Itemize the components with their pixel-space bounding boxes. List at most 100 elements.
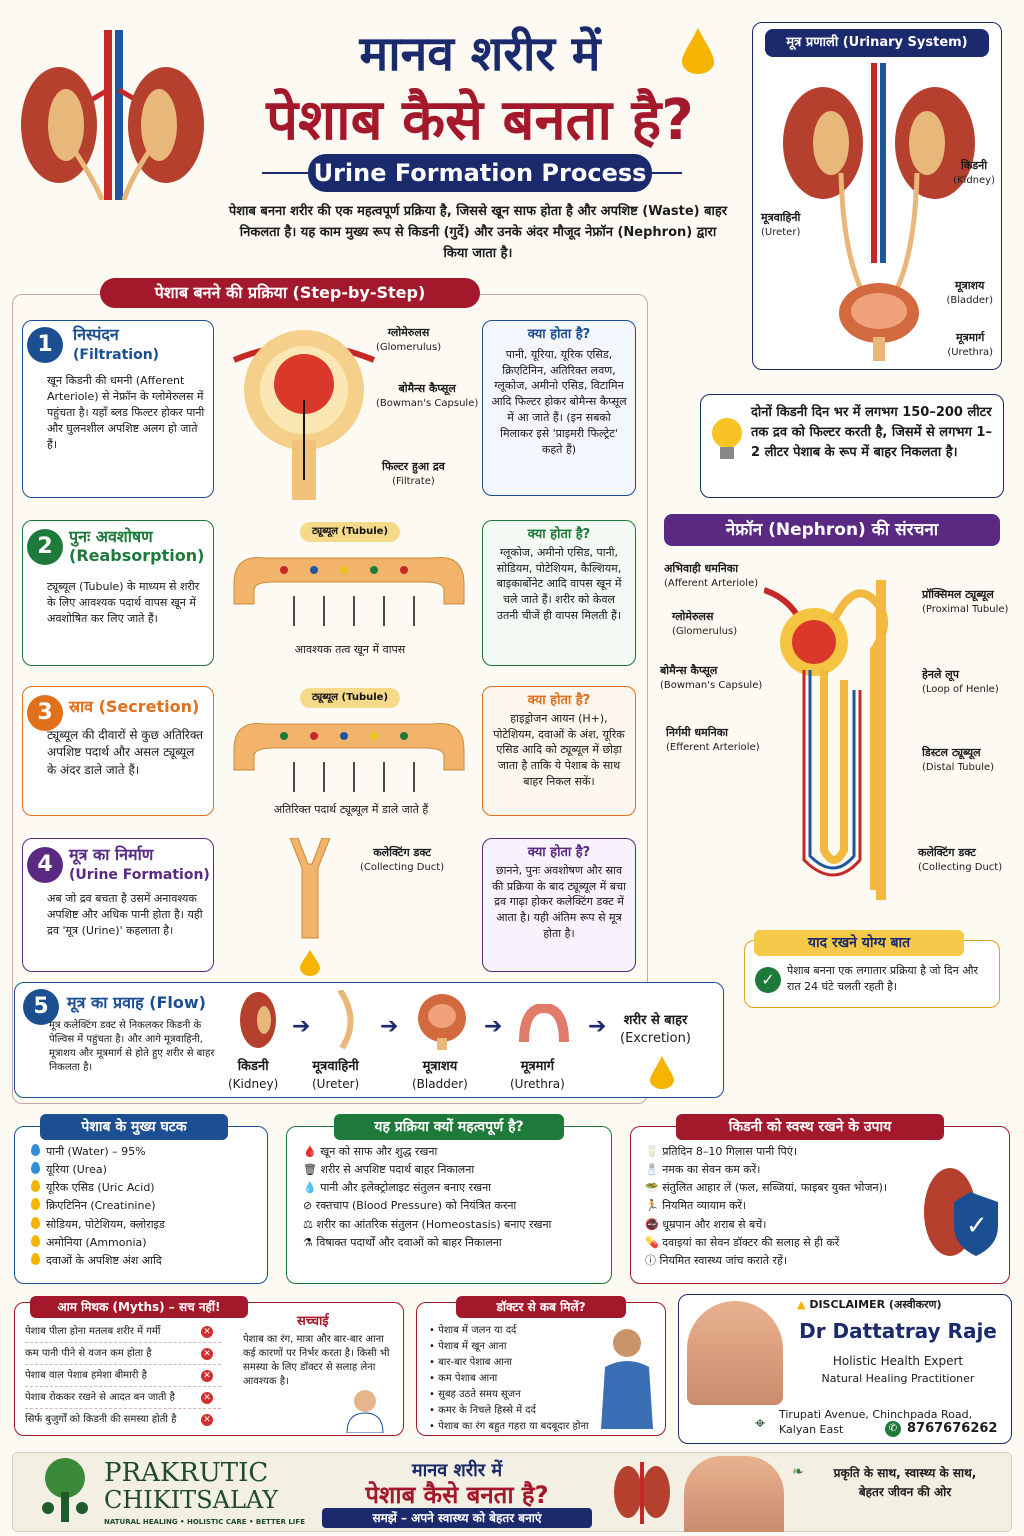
urinary-system-panel: मूत्र प्रणाली (Urinary System) किडनी(Kid…	[752, 22, 1002, 370]
collecting-duct-illustration	[280, 837, 340, 976]
step-2-card: 2 पुनः अवशोषण(Reabsorption) ट्यूब्यूल (T…	[22, 520, 214, 666]
list-item: • बार-बार पेशाब आना	[429, 1357, 512, 1368]
step-4-what-title: क्या होता है?	[527, 845, 591, 860]
step-1-title: निस्पंदन(Filtration)	[73, 325, 160, 364]
step-4-what-box: क्या होता है? छानने, पुनः अवशोषण और स्रा…	[482, 838, 636, 972]
footer-bar	[12, 1452, 1012, 1532]
footer-title-line1: मानव शरीर में	[411, 1460, 503, 1481]
step-4-what-text: छानने, पुनः अवशोषण और स्राव की प्रक्रिया…	[492, 863, 626, 941]
step-5-title: मूत्र का प्रवाह (Flow)	[67, 993, 206, 1012]
label-kidney: किडनी(Kidney)	[953, 159, 995, 186]
list-item: यूरिया (Urea)	[31, 1161, 267, 1179]
intro-text: पेशाब बनना शरीर की एक महत्वपूर्ण प्रक्रि…	[228, 204, 728, 261]
list-item: यूरिक एसिड (Uric Acid)	[31, 1179, 267, 1197]
remember-text: पेशाब बनना एक लगातार प्रक्रिया है जो दिन…	[787, 964, 979, 993]
flow-arrow-icon: ➔	[292, 1014, 311, 1039]
nephron-label-glomerulus: ग्लोमेरुलस(Glomerulus)	[672, 610, 738, 637]
components-title: पेशाब के मुख्य घटक	[40, 1114, 228, 1140]
leaf-icon: ❧	[792, 1464, 804, 1480]
lightbulb-icon	[709, 415, 745, 471]
importance-title: यह प्रक्रिया क्यों महत्वपूर्ण है?	[334, 1114, 564, 1140]
fact-box: दोनों किडनी दिन भर में लगभग 150–200 लीटर…	[700, 394, 1004, 498]
phone-number[interactable]: 8767676262	[907, 1421, 998, 1436]
step-1-number: 1	[27, 327, 63, 363]
footer-kidney-icon	[612, 1458, 672, 1532]
step-2-what-box: क्या होता है? ग्लूकोज, अमीनो एसिड, पानी,…	[482, 520, 636, 666]
x-icon: ✕	[201, 1414, 213, 1426]
step-3-what-text: हाइड्रोजन आयन (H+), पोटेशियम, दवाओं के अ…	[493, 711, 625, 789]
step-3-card: 3 स्राव (Secretion) ट्यूब्यूल की दीवारों…	[22, 686, 214, 816]
tubule-illustration-reabsorption	[224, 544, 474, 634]
doctor-avatar-icon	[345, 1387, 385, 1437]
doctor-role-2: Natural Healing Practitioner	[821, 1372, 975, 1385]
patient-illustration	[593, 1325, 659, 1433]
tree-logo-icon	[30, 1456, 100, 1532]
fact-text: दोनों किडनी दिन भर में लगभग 150–200 लीटर…	[751, 405, 992, 461]
flow-bladder-icon	[416, 990, 468, 1054]
kidney-shield-icon: ✓	[920, 1162, 1004, 1266]
label-filtrate: फिल्टर हुआ द्रव(Filtrate)	[382, 460, 445, 487]
flow-label-kidney: किडनी(Kidney)	[228, 1059, 279, 1091]
nephron-label-afferent: अभिवाही धमनिका(Afferent Arteriole)	[664, 562, 759, 589]
step-1-desc: खून किडनी की धमनी (Afferent Arteriole) स…	[47, 374, 205, 451]
list-item: क्रिएटिनिन (Creatinine)	[31, 1197, 267, 1215]
list-item: ⓘ नियमित स्वास्थ्य जांच कराते रहें।	[645, 1253, 788, 1267]
doctor-list: • पेशाब में जलन या दर्द • पेशाब में खून …	[429, 1323, 665, 1435]
excretion-drop-icon	[648, 1054, 676, 1094]
list-item: ⚖ शरीर का आंतरिक संतुलन (Homeostasis) बन…	[303, 1217, 552, 1231]
list-item: • कम पेशाब आना	[429, 1373, 498, 1384]
step-4-number: 4	[27, 847, 63, 883]
nephron-label-bowmans: बोमैन्स कैप्सूल(Bowman's Capsule)	[660, 664, 763, 691]
page-title-line1: मानव शरीर में	[359, 26, 601, 82]
tips-panel: 🥛 प्रतिदिन 8–10 गिलास पानी पिएं। 🧂 नमक क…	[630, 1126, 1010, 1284]
footer-title-line2: पेशाब कैसे बनता है?	[365, 1481, 549, 1509]
list-item: ⊘ रक्तचाप (Blood Pressure) को नियंत्रित …	[303, 1199, 517, 1213]
doctor-panel: • पेशाब में जलन या दर्द • पेशाब में खून …	[416, 1302, 666, 1436]
list-item: 🥛 प्रतिदिन 8–10 गिलास पानी पिएं।	[645, 1145, 798, 1158]
label-bladder: मूत्राशय(Bladder)	[946, 279, 993, 306]
list-item: 💧 पानी और इलेक्ट्रोलाइट संतुलन बनाए रखना	[303, 1181, 492, 1195]
drop-icon	[680, 26, 716, 78]
nephron-label-collecting: कलेक्टिंग डक्ट(Collecting Duct)	[918, 846, 1003, 873]
flow-label-ureter: मूत्रवाहिनी(Ureter)	[312, 1059, 360, 1091]
doctor-name: Dr Dattatray Raje	[799, 1319, 997, 1343]
truth-title: सच्चाई	[297, 1314, 329, 1329]
step-3-number: 3	[27, 695, 63, 731]
list-item: 🗑 शरीर से अपशिष्ट पदार्थ बाहर निकालना	[303, 1163, 475, 1177]
remember-title: याद रखने योग्य बात	[754, 930, 964, 956]
doctor-role-1: Holistic Health Expert	[832, 1354, 964, 1368]
list-item: ⚗ विषाक्त पदार्थों और दवाओं को बाहर निका…	[303, 1235, 502, 1249]
svg-text:✓: ✓	[966, 1211, 988, 1241]
list-item: • पेशाब में जलन या दर्द	[429, 1325, 517, 1336]
header-kidneys-illustration	[14, 30, 210, 201]
label-glomerulus: ग्लोमेरुलस(Glomerulus)	[376, 326, 442, 353]
flow-kidney-icon	[238, 990, 278, 1054]
phone-icon: ✆	[885, 1421, 901, 1437]
urinary-system-title: मूत्र प्रणाली (Urinary System)	[765, 29, 989, 57]
profile-card: ▲ DISCLAIMER (अस्वीकरण) Dr Dattatray Raj…	[678, 1294, 1012, 1444]
list-item: कम पानी पीने से वजन कम होता है✕	[25, 1343, 221, 1365]
label-bowmans-capsule: बोमैन्स कैप्सूल(Bowman's Capsule)	[376, 382, 479, 409]
list-item: दवाओं के अपशिष्ट अंश आदि	[31, 1252, 267, 1270]
step-2-what-text: ग्लूकोज, अमीनो एसिड, पानी, सोडियम, पोटेश…	[496, 545, 622, 623]
disclaimer-badge: ▲ DISCLAIMER (अस्वीकरण)	[797, 1298, 942, 1311]
step-3-tubule-label: ट्यूब्यूल (Tubule)	[300, 688, 400, 708]
myths-title: आम मिथक (Myths) – सच नहीं!	[30, 1296, 248, 1318]
truth-text: पेशाब का रंग, मात्रा और बार-बार आना कई क…	[243, 1334, 390, 1387]
subtitle-badge: Urine Formation Process	[308, 154, 652, 192]
flow-urethra-icon	[518, 1002, 570, 1048]
step-2-caption: आवश्यक तत्व खून में वापस	[294, 643, 406, 656]
myths-panel: पेशाब पीला होना मतलब शरीर में गर्मी✕ कम …	[14, 1302, 404, 1436]
brand-line1: PRAKRUTIC	[104, 1458, 269, 1488]
flow-ureter-icon	[330, 988, 360, 1054]
list-item: • कमर के निचले हिस्से में दर्द	[429, 1405, 536, 1416]
list-item: 🥗 संतुलित आहार लें (फल, सब्जियां, फाइबर …	[645, 1181, 888, 1195]
address: Tirupati Avenue, Chinchpada Road,Kalyan …	[779, 1408, 973, 1437]
list-item: • पेशाब का रंग बहुत गहरा या बदबूदार होना	[429, 1421, 589, 1432]
nephron-label-henle: हेनले लूप(Loop of Henle)	[922, 668, 999, 695]
step-1-what-text: पानी, यूरिया, यूरिक एसिड, क्रिएटिनिन, अत…	[491, 347, 627, 457]
list-item: अमोनिया (Ammonia)	[31, 1234, 267, 1252]
nephron-label-efferent: निर्गमी धमनिका(Efferent Arteriole)	[666, 726, 760, 753]
footer-sub: समझें – अपने स्वास्थ्य को बेहतर बनाएं	[322, 1508, 592, 1528]
list-item: • सुबह उठते समय सूजन	[429, 1389, 521, 1400]
